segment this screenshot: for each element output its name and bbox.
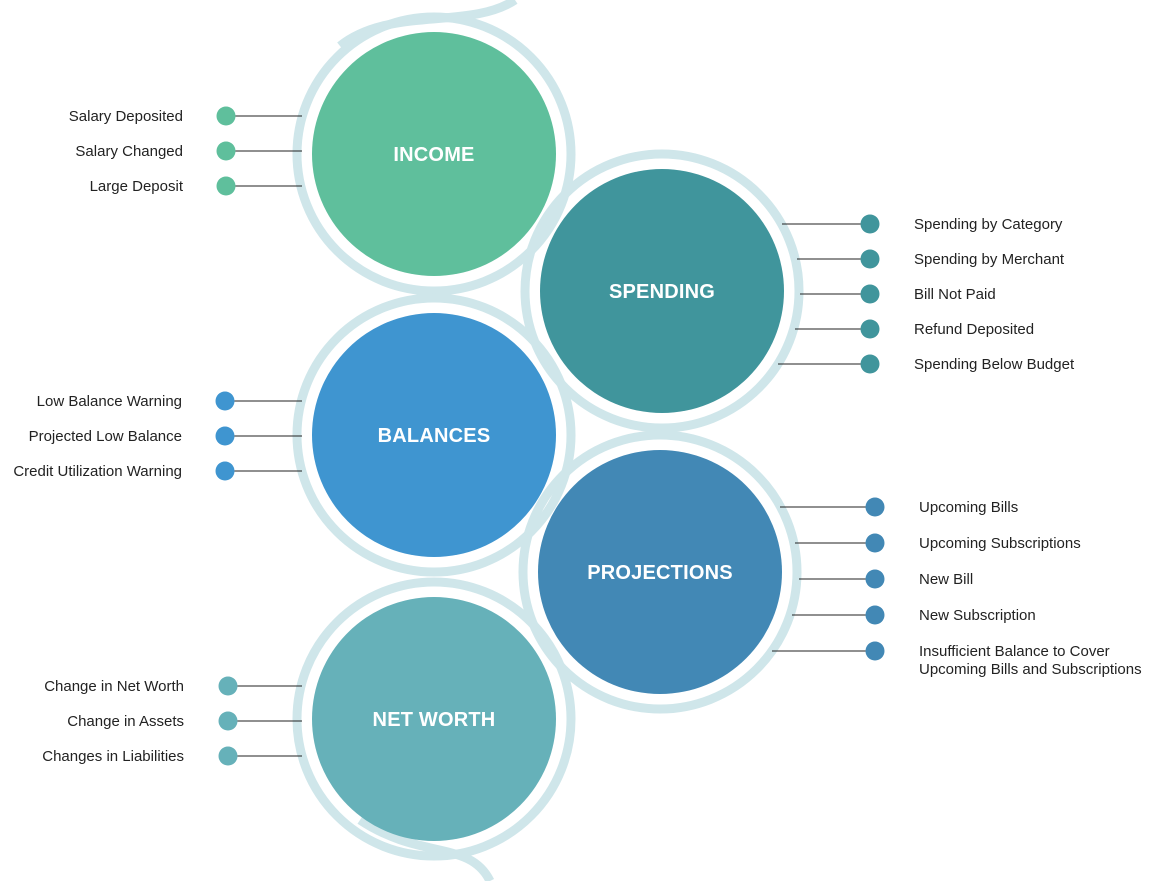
list-item: Upcoming Subscriptions: [795, 533, 1081, 553]
list-item: New Subscription: [792, 605, 1036, 625]
list-item: Credit Utilization Warning: [13, 461, 302, 481]
item-label: Upcoming Bills: [919, 499, 1018, 516]
balances-title: BALANCES: [378, 425, 491, 447]
item-label: Low Balance Warning: [37, 393, 182, 410]
bullet-dot: [865, 569, 885, 589]
list-item: Upcoming Bills: [780, 497, 1018, 517]
list-item: Change in Net Worth: [44, 676, 302, 696]
list-item: New Bill: [799, 569, 973, 589]
item-label: Upcoming Subscriptions: [919, 535, 1081, 552]
income-title: INCOME: [393, 144, 474, 166]
income-circle: [312, 32, 556, 276]
spending-circle: [540, 169, 784, 413]
bullet-dot: [860, 249, 880, 269]
net-worth-circle: [312, 597, 556, 841]
bullet-dot: [215, 426, 235, 446]
item-label: Refund Deposited: [914, 321, 1034, 338]
bullet-dot: [216, 176, 236, 196]
item-label: Spending Below Budget: [914, 356, 1075, 373]
category-income: INCOME: [312, 32, 556, 276]
bullet-dot: [865, 641, 885, 661]
item-label: Change in Assets: [67, 713, 184, 730]
list-item: Refund Deposited: [795, 319, 1034, 339]
item-label: Change in Net Worth: [44, 678, 184, 695]
item-label: Credit Utilization Warning: [13, 463, 182, 480]
bullet-dot: [865, 605, 885, 625]
bullet-dot: [860, 319, 880, 339]
ribbon-ring-balances: [292, 293, 576, 577]
bullet-dot: [216, 106, 236, 126]
list-item: Changes in Liabilities: [42, 746, 302, 766]
projections-title: PROJECTIONS: [587, 562, 733, 584]
item-label: New Subscription: [919, 607, 1036, 624]
bullet-dot: [215, 391, 235, 411]
item-label: New Bill: [919, 571, 973, 588]
item-label: Spending by Merchant: [914, 251, 1065, 268]
ribbon-top-tail: [337, 0, 518, 50]
list-item: Spending by Category: [782, 214, 1063, 234]
item-label: Projected Low Balance: [29, 428, 182, 445]
item-label: Bill Not Paid: [914, 286, 996, 303]
item-label: Salary Deposited: [69, 108, 183, 125]
spending-title: SPENDING: [609, 281, 715, 303]
category-circles: INCOME SPENDING BALANCES PROJECTIONS NET WOR…: [312, 32, 784, 841]
bullet-dot: [865, 533, 885, 553]
item-label: Spending by Category: [914, 216, 1063, 233]
list-item: Projected Low Balance: [29, 426, 302, 446]
item-label: Large Deposit: [90, 178, 184, 195]
category-balances: BALANCES: [312, 313, 556, 557]
bullet-dot: [865, 497, 885, 517]
list-item: Bill Not Paid: [800, 284, 996, 304]
list-item: Low Balance Warning: [37, 391, 302, 411]
balances-circle: [312, 313, 556, 557]
item-label: Changes in Liabilities: [42, 748, 184, 765]
connecting-ribbon: [292, 0, 804, 881]
category-spending: SPENDING: [540, 169, 784, 413]
category-projections: PROJECTIONS: [538, 450, 782, 694]
bullet-dot: [860, 354, 880, 374]
ribbon-ring-projections: [518, 430, 802, 714]
list-item: Spending Below Budget: [778, 354, 1075, 374]
list-item: Spending by Merchant: [797, 249, 1065, 269]
ribbon-bottom-tail: [357, 816, 495, 881]
list-item: Salary Deposited: [69, 106, 302, 126]
bullet-dot: [218, 746, 238, 766]
list-item: Change in Assets: [67, 711, 302, 731]
projections-circle: [538, 450, 782, 694]
list-item: Large Deposit: [90, 176, 302, 196]
bullet-dot: [218, 676, 238, 696]
bullet-dot: [215, 461, 235, 481]
ribbon-ring-spending: [520, 149, 804, 433]
bullet-dot: [860, 214, 880, 234]
bullet-dot: [216, 141, 236, 161]
item-label: Salary Changed: [75, 143, 183, 160]
category-net-worth: NET WORTH: [312, 597, 556, 841]
bullet-dot: [218, 711, 238, 731]
bullet-dot: [860, 284, 880, 304]
list-item: Salary Changed: [75, 141, 302, 161]
ribbon-ring-net-worth: [292, 577, 576, 861]
net-worth-title: NET WORTH: [373, 709, 496, 731]
